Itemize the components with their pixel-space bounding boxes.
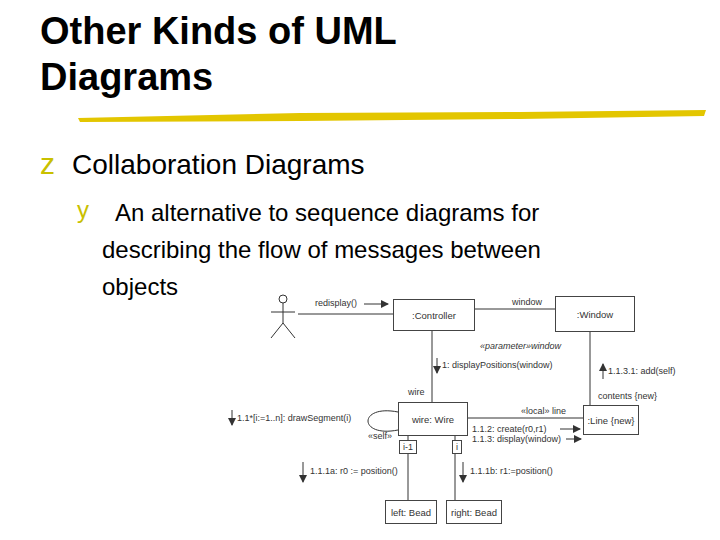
slide-title: Other Kinds of UML Diagrams [40,8,490,100]
bullet-glyph: z [40,146,55,182]
message-arrow [364,304,388,305]
actor-head [279,295,287,303]
message-arrow [232,410,233,425]
message-label: 1.1*[i:=1..n]: drawSegment(i) [237,413,351,423]
qualifier-label: i-1 [399,440,417,454]
role-label: wire [408,387,425,397]
message-arrow [437,358,438,373]
qualifier-label: i [452,440,462,454]
message-arrow [463,462,464,482]
object-name: :Window [577,309,613,320]
actor-arms [271,312,295,313]
message-arrow [566,439,581,440]
actor-legs [271,323,295,338]
object-box: :Line {new} [583,405,639,435]
object-box: :Controller [393,299,475,331]
bullet-glyph: y [77,195,89,224]
association-link [475,309,555,310]
bullet-text: An alternative to sequence diagrams for … [102,194,572,305]
object-box: left: Bead [385,500,437,524]
message-label: 1: displayPositions(window) [442,360,553,370]
stereotype-label: «self» [368,431,392,441]
role-label: «local» line [521,406,566,416]
object-name: :Controller [412,310,456,321]
role-label: window [512,297,542,307]
message-arrow [303,462,304,482]
stereotype-label: «parameter»window [480,341,561,351]
message-label: 1.1.1b: r1:=position() [470,466,553,476]
message-label: 1.1.3: display(window) [472,434,561,444]
object-box: wire: Wire [398,402,468,436]
association-link [590,332,591,405]
message-label: redisplay() [315,298,357,308]
actor-body [283,303,284,323]
association-link [468,418,583,419]
object-name: left: Bead [391,507,431,518]
object-name: wire: Wire [412,414,454,425]
self-link [368,411,398,431]
message-label: 1.1.1a: r0 := position() [310,466,398,476]
message-arrow [603,364,604,379]
object-box: right: Bead [446,500,502,524]
actor-link [298,314,393,315]
association-link [432,331,433,402]
message-arrow [560,429,580,430]
object-name: :Line {new} [587,415,634,426]
message-label: 1.1.2: create(r0,r1) [472,424,547,434]
title-underline [78,110,706,122]
object-box: :Window [555,296,635,332]
object-name: right: Bead [451,507,497,518]
message-label: 1.1.3.1: add(self) [608,366,676,376]
role-label: contents {new} [598,391,657,401]
bullet-text: Collaboration Diagrams [72,148,632,182]
